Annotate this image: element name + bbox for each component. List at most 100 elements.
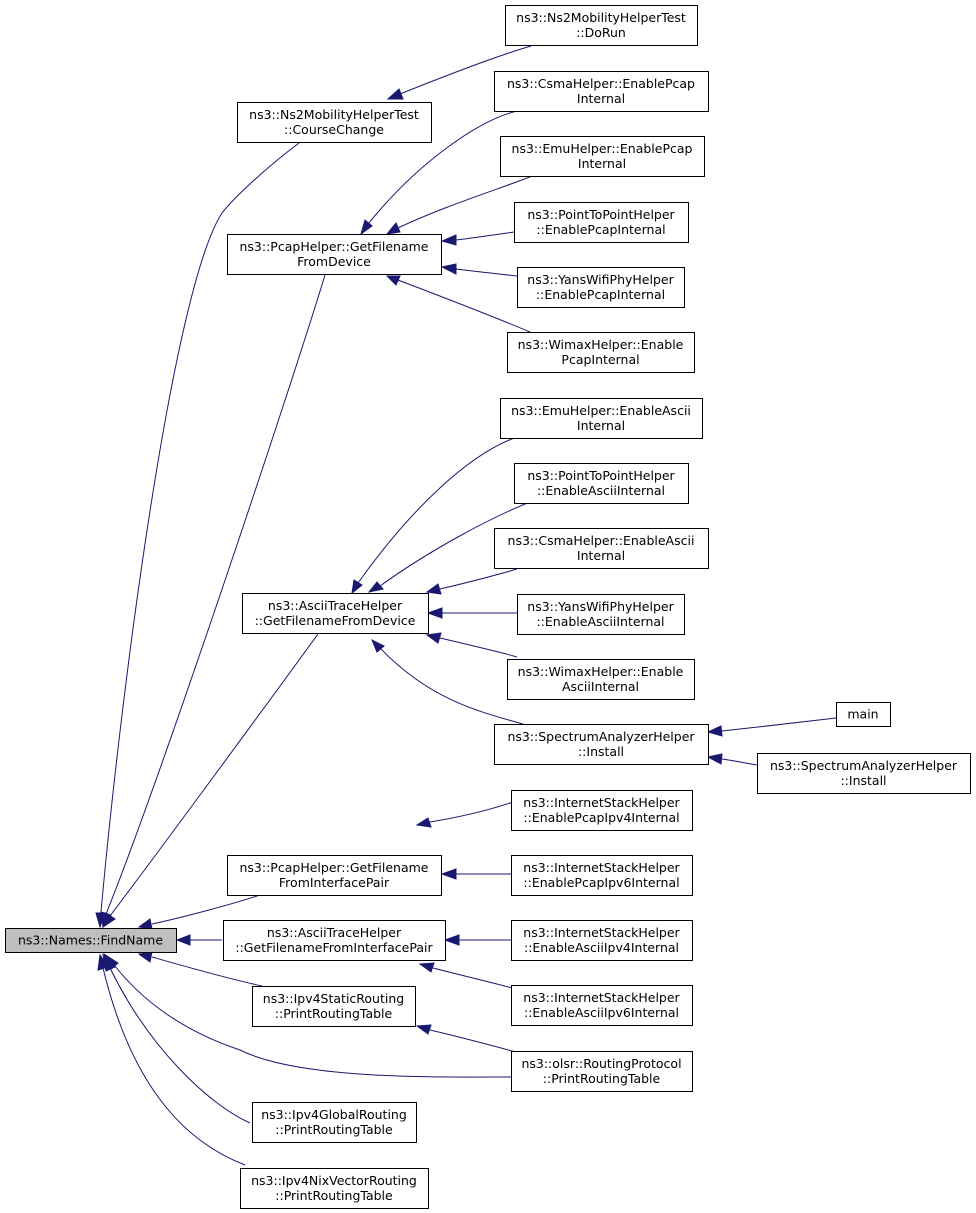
- node-box: [514, 463, 689, 504]
- node-ipv4nix[interactable]: ns3::Ipv4NixVectorRouting::PrintRoutingT…: [240, 1168, 429, 1209]
- node-label-line: ns3::AsciiTraceHelper: [267, 925, 402, 940]
- node-asciidev[interactable]: ns3::AsciiTraceHelper::GetFilenameFromDe…: [242, 593, 429, 634]
- edge-arrowhead: [443, 934, 460, 946]
- node-specinstall1[interactable]: ns3::SpectrumAnalyzerHelper::Install: [494, 724, 709, 765]
- node-label-line: Internal: [577, 418, 625, 433]
- node-label-line: main: [847, 707, 878, 722]
- node-findname[interactable]: ns3::Names::FindName: [5, 928, 177, 953]
- edge-ishascii4-to-asciiif: [443, 934, 511, 946]
- edge-line: [151, 956, 263, 987]
- node-ishpcap4[interactable]: ns3::InternetStackHelper::EnablePcapIpv4…: [511, 790, 693, 831]
- node-ipv4static[interactable]: ns3::Ipv4StaticRouting::PrintRoutingTabl…: [252, 986, 416, 1027]
- node-wimaxpcap[interactable]: ns3::WimaxHelper::EnablePcapInternal: [507, 332, 695, 373]
- node-box: [494, 71, 709, 112]
- node-wimaxascii[interactable]: ns3::WimaxHelper::EnableAsciiInternal: [507, 659, 695, 700]
- node-box: [836, 702, 891, 727]
- node-emuascii[interactable]: ns3::EmuHelper::EnableAsciiInternal: [500, 398, 703, 439]
- node-box: [252, 1102, 417, 1143]
- edge-line: [357, 435, 521, 584]
- edge-arrowhead: [415, 1024, 432, 1035]
- edge-csmapcap-to-pcapdev: [360, 110, 518, 236]
- edge-line: [151, 894, 261, 925]
- node-p2ppcap[interactable]: ns3::PointToPointHelper::EnablePcapInter…: [514, 202, 689, 243]
- edge-line: [429, 1029, 517, 1053]
- node-asciiif[interactable]: ns3::AsciiTraceHelper::GetFilenameFromIn…: [223, 920, 446, 961]
- edge-wimaxpcap-to-pcapdev: [385, 275, 531, 333]
- node-box: [500, 136, 705, 177]
- node-label-line: ns3::PointToPointHelper: [527, 468, 675, 483]
- edge-arrowhead: [425, 583, 442, 595]
- edge-line: [397, 176, 531, 229]
- node-label-line: ::EnablePcapInternal: [536, 222, 665, 237]
- node-label-line: ns3::SpectrumAnalyzerHelper: [770, 758, 958, 773]
- edge-line: [399, 45, 532, 95]
- node-ishascii6[interactable]: ns3::InternetStackHelper::EnableAsciiIpv…: [511, 985, 693, 1026]
- node-box: [517, 594, 685, 635]
- node-ishpcap6[interactable]: ns3::InternetStackHelper::EnablePcapIpv6…: [511, 855, 693, 896]
- edge-line: [439, 637, 518, 658]
- node-label-line: PcapInternal: [561, 352, 639, 367]
- node-ns2course[interactable]: ns3::Ns2MobilityHelperTest::CourseChange: [237, 102, 432, 143]
- node-label-line: ns3::EmuHelper::EnableAscii: [511, 403, 691, 418]
- node-p2pascii[interactable]: ns3::PointToPointHelper::EnableAsciiInte…: [514, 463, 689, 504]
- node-label-line: ns3::EmuHelper::EnablePcap: [512, 141, 693, 156]
- node-csmaascii[interactable]: ns3::CsmaHelper::EnableAsciiInternal: [494, 528, 709, 569]
- edge-arrowhead: [386, 88, 404, 100]
- node-label-line: ::EnablePcapInternal: [536, 287, 665, 302]
- edge-asciiif-to-findname: [175, 934, 222, 946]
- node-label-line: ::Install: [578, 744, 624, 759]
- node-box: [511, 1051, 693, 1092]
- node-label-line: ns3::Names::FindName: [18, 933, 163, 948]
- edge-arrowhead: [360, 219, 373, 236]
- node-label-line: AsciiInternal: [562, 679, 639, 694]
- edge-ishpcap4-to-pcapif: [415, 800, 517, 828]
- node-specinstall2[interactable]: ns3::SpectrumAnalyzerHelper::Install: [757, 753, 971, 794]
- edge-line: [397, 279, 531, 333]
- node-yanspcap[interactable]: ns3::YansWifiPhyHelper::EnablePcapIntern…: [517, 267, 685, 308]
- node-box: [494, 528, 709, 569]
- edge-yanspcap-to-pcapdev: [440, 263, 518, 277]
- edge-arrowhead: [440, 263, 457, 275]
- node-emupcap[interactable]: ns3::EmuHelper::EnablePcapInternal: [500, 136, 705, 177]
- node-ipv4global[interactable]: ns3::Ipv4GlobalRouting::PrintRoutingTabl…: [252, 1102, 417, 1143]
- node-label-line: ns3::PointToPointHelper: [527, 207, 675, 222]
- edge-csmaascii-to-asciidev: [425, 568, 518, 595]
- edge-p2ppcap-to-pcapdev: [440, 231, 515, 246]
- edge-arrowhead: [706, 753, 723, 765]
- node-box: [494, 724, 709, 765]
- node-box: [227, 234, 442, 275]
- node-label-line: ns3::YansWifiPhyHelper: [527, 272, 674, 287]
- node-label-line: ns3::Ipv4StaticRouting: [263, 991, 404, 1006]
- node-ishascii4[interactable]: ns3::InternetStackHelper::EnableAsciiIpv…: [511, 920, 693, 961]
- edge-ipv4nix-to-findname: [97, 953, 246, 1166]
- node-label-line: ns3::YansWifiPhyHelper: [527, 599, 674, 614]
- node-main[interactable]: main: [836, 702, 891, 727]
- node-label-line: ns3::AsciiTraceHelper: [268, 598, 403, 613]
- edge-arrowhead: [367, 581, 384, 593]
- edge-line: [105, 274, 326, 915]
- node-box: [5, 928, 177, 953]
- edge-arrowhead: [351, 579, 363, 595]
- node-pcapdev[interactable]: ns3::PcapHelper::GetFilenameFromDevice: [227, 234, 442, 275]
- edge-line: [721, 758, 758, 766]
- node-csmapcap[interactable]: ns3::CsmaHelper::EnablePcapInternal: [494, 71, 709, 112]
- node-yansascii[interactable]: ns3::YansWifiPhyHelper::EnableAsciiInter…: [517, 594, 685, 635]
- node-label-line: ::DoRun: [576, 25, 626, 40]
- edge-arrowhead: [440, 234, 457, 246]
- edge-asciidev-to-findname: [102, 633, 319, 929]
- node-label-line: ::EnableAsciiIpv4Internal: [524, 940, 679, 955]
- node-ns2dorun[interactable]: ns3::Ns2MobilityHelperTest::DoRun: [505, 5, 698, 46]
- node-olsr[interactable]: ns3::olsr::RoutingProtocol::PrintRouting…: [511, 1051, 693, 1092]
- edge-emuascii-to-asciidev: [351, 435, 521, 595]
- edge-arrowhead: [137, 951, 153, 963]
- edge-olsr-to-ipv4static: [415, 1024, 517, 1053]
- edge-specinstall1-to-asciidev: [371, 638, 524, 725]
- edge-line: [721, 717, 837, 732]
- edge-arrowhead: [418, 962, 435, 973]
- node-label-line: ::PrintRoutingTable: [275, 1188, 393, 1203]
- node-pcapif[interactable]: ns3::PcapHelper::GetFilenameFromInterfac…: [227, 855, 442, 896]
- node-label-line: FromDevice: [297, 254, 371, 269]
- node-label-line: ::EnablePcapIpv6Internal: [523, 875, 679, 890]
- node-label-line: ns3::CsmaHelper::EnablePcap: [507, 76, 695, 91]
- node-box: [507, 659, 695, 700]
